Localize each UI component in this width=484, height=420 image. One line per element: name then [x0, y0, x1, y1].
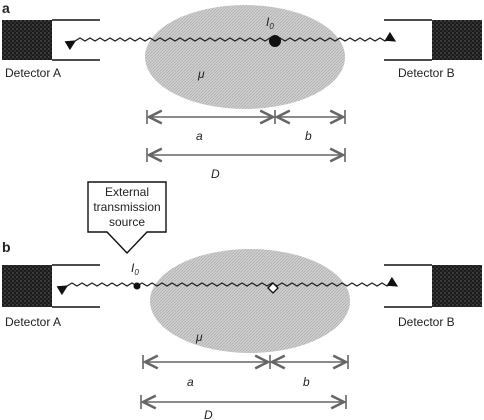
dim-a-label: a — [187, 375, 194, 389]
external-label-line1: External — [105, 185, 149, 199]
attenuating-body — [145, 5, 345, 109]
dim-D-label: D — [204, 408, 213, 420]
detector-a-icon — [2, 19, 100, 61]
photon-path-to-a — [56, 282, 138, 296]
external-label-line2: transmission — [93, 200, 160, 214]
detector-b-label: Detector B — [398, 66, 455, 80]
photon-path-to-b — [136, 276, 399, 287]
detector-b-icon — [384, 19, 482, 61]
detector-b-label: Detector B — [398, 315, 455, 329]
external-source-icon — [133, 282, 141, 290]
source-label: I0 — [131, 261, 139, 277]
source-label: I0 — [266, 15, 274, 31]
panel-b: b External transmission source Detector … — [2, 181, 482, 420]
detector-a-label: Detector A — [5, 66, 61, 80]
dim-b-label: b — [305, 129, 312, 143]
dim-b-label: b — [303, 375, 310, 389]
detector-a-label: Detector A — [5, 315, 61, 329]
dimension-lines-b — [140, 355, 349, 409]
photon-path-to-a — [64, 37, 276, 51]
external-source-callout: External transmission source — [87, 181, 167, 255]
photon-path-to-b — [274, 31, 397, 42]
external-label-line3: source — [109, 215, 145, 229]
detector-b-icon — [384, 264, 482, 308]
attenuating-body — [150, 249, 350, 353]
dim-a-label: a — [196, 129, 203, 143]
annihilation-source-icon — [269, 35, 281, 47]
detector-a-icon — [2, 264, 100, 308]
panel-a: a Detector A Detector B μ I0 — [2, 0, 482, 181]
mu-label: μ — [197, 67, 205, 81]
panel-letter-a: a — [2, 0, 10, 16]
interaction-point-icon — [267, 282, 279, 294]
dim-D-label: D — [211, 167, 220, 181]
mu-label: μ — [195, 330, 203, 344]
dimension-lines-a — [146, 110, 346, 162]
panel-letter-b: b — [2, 239, 11, 255]
